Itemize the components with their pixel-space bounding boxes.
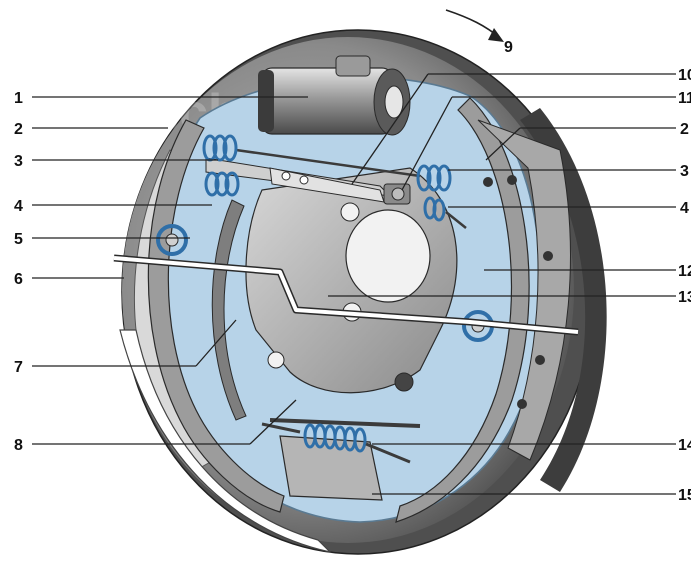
lower-return-spring bbox=[261, 418, 421, 464]
label-3-right: 3 bbox=[680, 163, 689, 180]
label-1: 1 bbox=[14, 90, 23, 107]
right-brake-shoe bbox=[395, 97, 530, 523]
label-13: 13 bbox=[678, 289, 691, 306]
watermark: © Bosch bbox=[560, 84, 691, 142]
label-14: 14 bbox=[678, 437, 691, 454]
label-3: 3 bbox=[14, 153, 23, 170]
adjuster-strut bbox=[205, 157, 411, 205]
anchor-block bbox=[279, 435, 383, 501]
label-11: 11 bbox=[678, 90, 691, 107]
shoe-lining-plate bbox=[477, 119, 571, 461]
label-5: 5 bbox=[14, 231, 23, 248]
label-2: 2 bbox=[14, 121, 23, 138]
hub-plate bbox=[245, 167, 458, 394]
label-7: 7 bbox=[14, 359, 23, 376]
label-15: 15 bbox=[678, 487, 691, 504]
upper-return-spring bbox=[235, 148, 421, 178]
label-8: 8 bbox=[14, 437, 23, 454]
label-10: 10 bbox=[678, 67, 691, 84]
label-9: 9 bbox=[504, 39, 513, 56]
label-4-right: 4 bbox=[680, 200, 689, 217]
label-4: 4 bbox=[14, 198, 23, 215]
leader-lines bbox=[32, 73, 676, 495]
right-lower-spring bbox=[423, 196, 467, 229]
label-6: 6 bbox=[14, 271, 23, 288]
label-2-right: 2 bbox=[680, 121, 689, 138]
label-12: 12 bbox=[678, 263, 691, 280]
handbrake-cable bbox=[113, 254, 579, 336]
rotation-direction-arrow bbox=[445, 9, 504, 42]
left-lower-spring bbox=[204, 171, 240, 197]
wheel-cylinder bbox=[258, 55, 411, 136]
left-holddown-spring bbox=[156, 224, 188, 256]
right-upper-spring bbox=[416, 164, 452, 192]
